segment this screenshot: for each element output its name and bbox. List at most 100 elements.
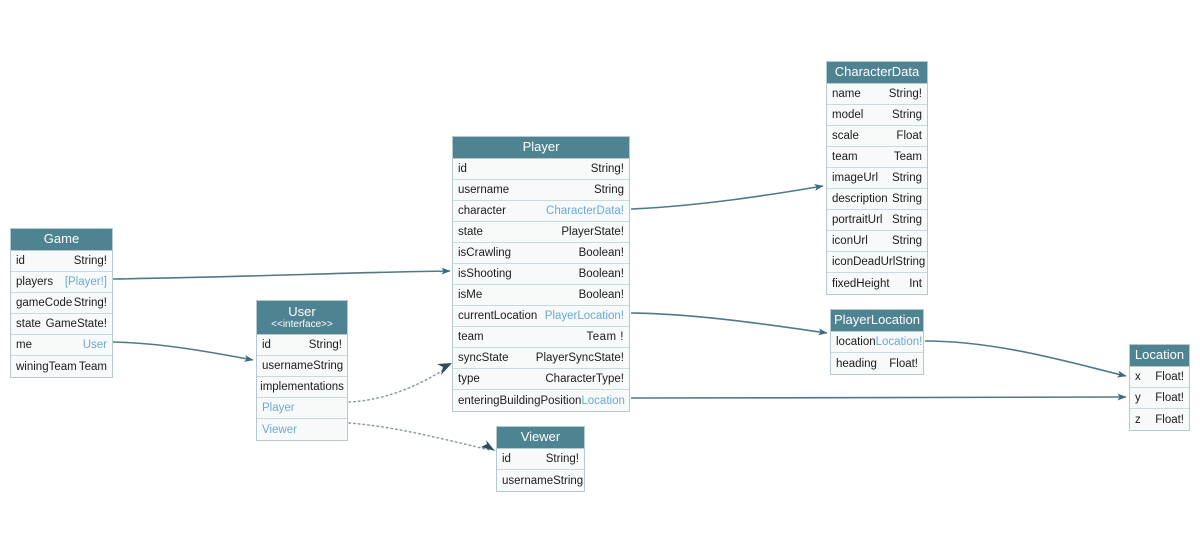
field-type: Boolean! (578, 289, 624, 301)
field-type[interactable]: PlayerLocation! (544, 310, 624, 322)
edge-user-implements-player (348, 366, 449, 403)
entity-playerlocation[interactable]: PlayerLocation location Location! headin… (830, 309, 924, 375)
field-type: String (553, 474, 584, 487)
field-type: String (891, 214, 922, 226)
field-type: CharacterType! (545, 373, 624, 385)
entity-game[interactable]: Game id String! players [Player!] gameCo… (10, 228, 113, 378)
table-row[interactable]: location Location! (831, 332, 923, 353)
field-name: username (262, 360, 314, 372)
field-name: model (832, 109, 864, 121)
field-name[interactable]: Player (262, 402, 295, 414)
entity-location-title: Location (1130, 345, 1189, 367)
field-type[interactable]: User (82, 339, 107, 351)
field-type: Float! (889, 357, 918, 370)
field-name: y (1135, 392, 1141, 404)
table-row[interactable]: portraitUrl String (827, 210, 927, 231)
field-name[interactable]: Viewer (262, 423, 297, 436)
table-row[interactable]: id String! (11, 251, 112, 272)
field-name: fixedHeight (832, 277, 890, 290)
field-name: scale (832, 130, 859, 142)
table-row[interactable]: state GameState! (11, 314, 112, 335)
table-row[interactable]: id String! (453, 159, 629, 180)
field-type: Float (896, 130, 922, 142)
table-row[interactable]: team Team (827, 147, 927, 168)
field-name: id (262, 339, 271, 351)
field-name: iconDeadUrl (832, 256, 896, 268)
field-type: String! (308, 339, 342, 351)
field-name: iconUrl (832, 235, 868, 247)
field-name: character (458, 205, 506, 217)
table-row[interactable]: iconDeadUrl String (827, 252, 927, 273)
edge-game-players-to-player (112, 267, 451, 280)
field-name: location (836, 336, 876, 348)
table-row[interactable]: syncState PlayerSyncState! (453, 348, 629, 369)
entity-viewer[interactable]: Viewer id String! username String (496, 426, 585, 492)
field-type: Boolean! (578, 268, 624, 280)
field-name: state (458, 226, 483, 238)
table-row[interactable]: isShooting Boolean! (453, 264, 629, 285)
field-type[interactable]: Location (581, 394, 625, 407)
arrowhead-user-implements-player (437, 363, 452, 375)
edge-game-me-to-user (112, 341, 254, 362)
table-row[interactable]: isMe Boolean! (453, 285, 629, 306)
table-row[interactable]: me User (11, 335, 112, 356)
table-row[interactable]: scale Float (827, 126, 927, 147)
field-name: syncState (458, 352, 509, 364)
table-row[interactable]: enteringBuildingPosition Location (453, 390, 629, 411)
field-name: heading (836, 357, 877, 370)
entity-user-title: User <<interface>> (257, 301, 347, 335)
table-row[interactable]: x Float! (1130, 367, 1189, 388)
field-name: team (832, 151, 858, 163)
field-type: String (313, 360, 344, 372)
table-row[interactable]: iconUrl String (827, 231, 927, 252)
table-row[interactable]: name String! (827, 84, 927, 105)
table-row[interactable]: players [Player!] (11, 272, 112, 293)
field-name: username (502, 474, 554, 487)
table-row-implementations: implementations (257, 377, 347, 398)
table-row[interactable]: model String (827, 105, 927, 126)
field-type: String (891, 235, 922, 247)
field-type: Team ! (586, 331, 624, 343)
field-name: type (458, 373, 480, 385)
table-row[interactable]: username String (257, 356, 347, 377)
table-row[interactable]: id String! (257, 335, 347, 356)
table-row[interactable]: Viewer (257, 419, 347, 440)
field-type: String (891, 109, 922, 121)
entity-characterdata[interactable]: CharacterData name String! model String … (826, 61, 928, 295)
field-type: String (593, 184, 624, 196)
field-type: Int (909, 277, 922, 290)
field-name: z (1135, 413, 1141, 426)
table-row[interactable]: team Team ! (453, 327, 629, 348)
entity-location[interactable]: Location x Float! y Float! z Float! (1129, 344, 1190, 431)
table-row[interactable]: y Float! (1130, 388, 1189, 409)
table-row[interactable]: username String (497, 470, 584, 491)
edge-player-currentlocation-to-playerlocation (630, 312, 828, 336)
table-row[interactable]: character CharacterData! (453, 201, 629, 222)
table-row[interactable]: id String! (497, 449, 584, 470)
field-type[interactable]: Location! (875, 336, 923, 348)
field-name: isMe (458, 289, 483, 301)
field-type[interactable]: CharacterData! (546, 205, 624, 217)
table-row[interactable]: type CharacterType! (453, 369, 629, 390)
table-row[interactable]: heading Float! (831, 353, 923, 374)
entity-user[interactable]: User <<interface>> id String! username S… (256, 300, 348, 441)
field-type[interactable]: [Player!] (64, 276, 107, 288)
field-name: implementations (260, 381, 344, 393)
table-row[interactable]: description String (827, 189, 927, 210)
field-name: imageUrl (832, 172, 879, 184)
table-row[interactable]: Player (257, 398, 347, 419)
table-row[interactable]: winingTeam Team (11, 356, 112, 377)
field-type: Team (893, 151, 922, 163)
field-type: String (891, 193, 922, 205)
table-row[interactable]: z Float! (1130, 409, 1189, 430)
table-row[interactable]: currentLocation PlayerLocation! (453, 306, 629, 327)
table-row[interactable]: username String (453, 180, 629, 201)
table-row[interactable]: state PlayerState! (453, 222, 629, 243)
field-name: id (16, 255, 25, 267)
table-row[interactable]: isCrawling Boolean! (453, 243, 629, 264)
table-row[interactable]: gameCode String! (11, 293, 112, 314)
table-row[interactable]: imageUrl String (827, 168, 927, 189)
entity-player[interactable]: Player id String! username String charac… (452, 136, 630, 412)
table-row[interactable]: fixedHeight Int (827, 273, 927, 294)
